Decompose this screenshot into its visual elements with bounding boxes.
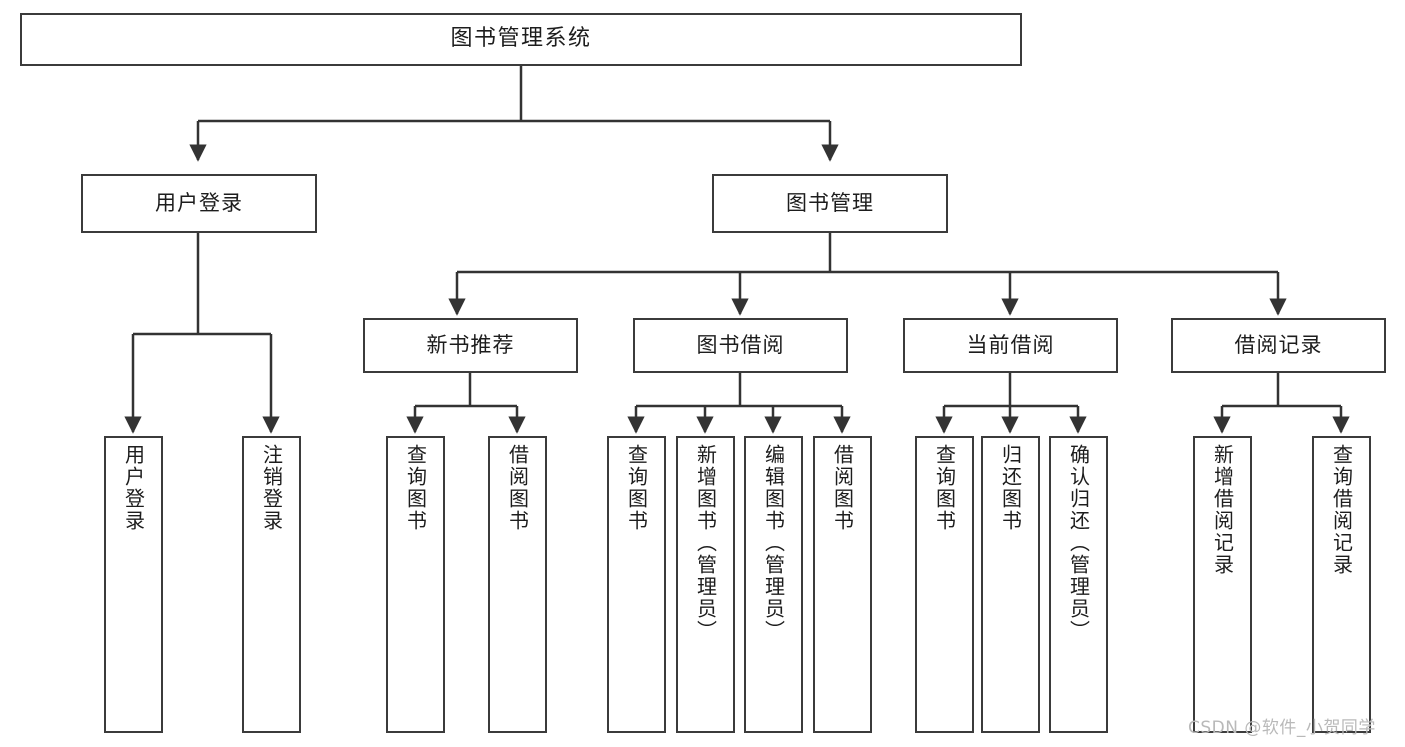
leaf-edit-book[interactable]: 编辑图书（管理员）	[744, 436, 803, 733]
leaf-query-book-rec[interactable]: 查询图书	[386, 436, 445, 733]
leaf-return-book-label: 归还图书	[998, 444, 1023, 532]
leaf-query-book-rec-label: 查询图书	[403, 444, 428, 532]
leaf-add-book-label: 新增图书（管理员）	[693, 444, 718, 642]
node-user-login-label: 用户登录	[155, 191, 243, 216]
leaf-query-book-current-label: 查询图书	[932, 444, 957, 532]
node-book-borrow-label: 图书借阅	[696, 333, 785, 358]
node-book-manage-label: 图书管理	[786, 191, 874, 216]
leaf-borrow-book[interactable]: 借阅图书	[813, 436, 872, 733]
leaf-borrow-book-rec[interactable]: 借阅图书	[488, 436, 547, 733]
node-borrow-record[interactable]: 借阅记录	[1171, 318, 1386, 373]
leaf-query-book-borrow[interactable]: 查询图书	[607, 436, 666, 733]
node-book-borrow[interactable]: 图书借阅	[633, 318, 848, 373]
node-new-book-recommend-label: 新书推荐	[426, 333, 515, 358]
node-user-login[interactable]: 用户登录	[81, 174, 317, 233]
node-root-label: 图书管理系统	[450, 26, 592, 52]
leaf-user-login[interactable]: 用户登录	[104, 436, 163, 733]
node-new-book-recommend[interactable]: 新书推荐	[363, 318, 578, 373]
leaf-query-book-borrow-label: 查询图书	[624, 444, 649, 532]
node-borrow-record-label: 借阅记录	[1234, 333, 1323, 358]
leaf-add-record-label: 新增借阅记录	[1210, 444, 1235, 576]
leaf-borrow-book-label: 借阅图书	[830, 444, 855, 532]
leaf-confirm-return-label: 确认归还（管理员）	[1066, 444, 1091, 642]
leaf-query-book-current[interactable]: 查询图书	[915, 436, 974, 733]
leaf-add-book[interactable]: 新增图书（管理员）	[676, 436, 735, 733]
node-current-borrow[interactable]: 当前借阅	[903, 318, 1118, 373]
node-current-borrow-label: 当前借阅	[966, 333, 1055, 358]
leaf-user-login-label: 用户登录	[121, 444, 146, 532]
leaf-return-book[interactable]: 归还图书	[981, 436, 1040, 733]
node-root[interactable]: 图书管理系统	[20, 13, 1022, 66]
leaf-query-record-label: 查询借阅记录	[1329, 444, 1354, 576]
leaf-add-record[interactable]: 新增借阅记录	[1193, 436, 1252, 733]
leaf-edit-book-label: 编辑图书（管理员）	[761, 444, 786, 642]
leaf-query-record[interactable]: 查询借阅记录	[1312, 436, 1371, 733]
leaf-logout[interactable]: 注销登录	[242, 436, 301, 733]
leaf-confirm-return[interactable]: 确认归还（管理员）	[1049, 436, 1108, 733]
node-book-manage[interactable]: 图书管理	[712, 174, 948, 233]
watermark: CSDN @软件_小贺同学	[1188, 718, 1376, 738]
leaf-logout-label: 注销登录	[259, 444, 284, 532]
leaf-borrow-book-rec-label: 借阅图书	[505, 444, 530, 532]
